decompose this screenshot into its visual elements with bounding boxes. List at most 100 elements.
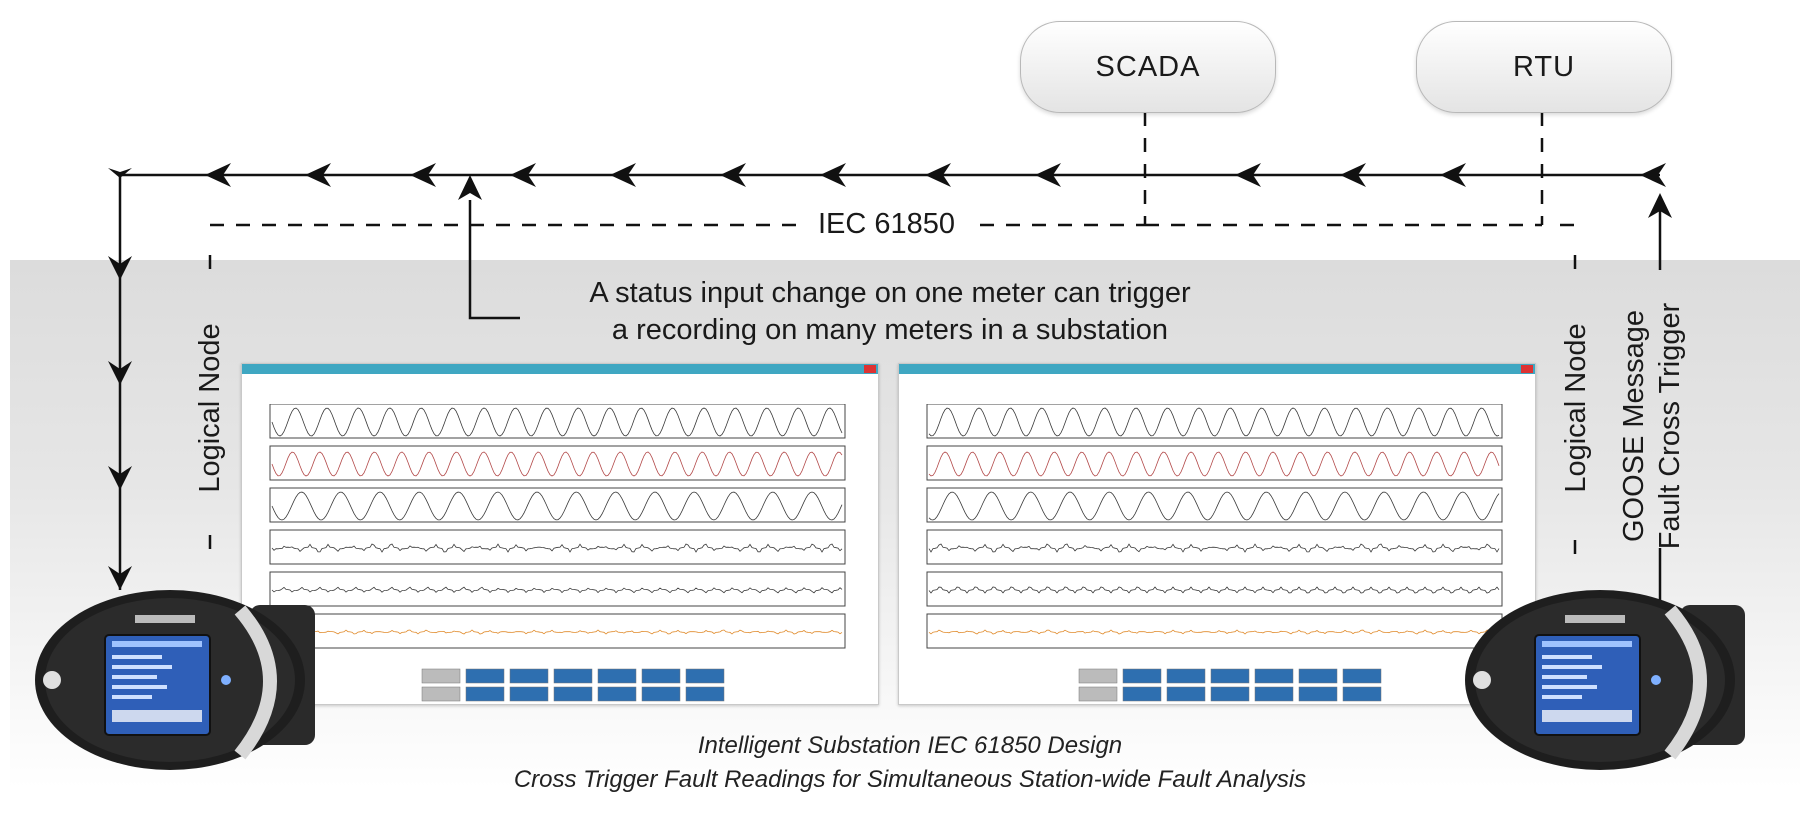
trace-frame-2 (269, 487, 846, 523)
down-arrow-3 (108, 566, 132, 590)
iec-61850-label: IEC 61850 (818, 208, 956, 240)
toolbar-button-2-0 (509, 668, 549, 684)
toolbar-button-4-1 (1254, 686, 1294, 702)
caption-line-1: Intelligent Substation IEC 61850 Design (697, 732, 1123, 759)
toolbar-button-2-1 (1166, 686, 1206, 702)
trace-line-5 (271, 629, 843, 635)
toolbar-button-5-0 (641, 668, 681, 684)
right-logical-node-label: Logical Node (1560, 323, 1592, 493)
trace-frame-3 (269, 529, 846, 565)
toolbar-button-4-0 (1254, 668, 1294, 684)
toolbar-button-6-0 (1342, 668, 1382, 684)
bus-end-arrow (1640, 163, 1666, 187)
goose-message-label: GOOSE Message Fault Cross Trigger (1616, 291, 1688, 561)
bus-arrow-left-8 (1035, 163, 1061, 187)
toolbar-button-5-1 (1298, 686, 1338, 702)
trace-line-0 (271, 407, 843, 437)
goose-up-arrow (1648, 193, 1672, 218)
toolbar-button-1-0 (1122, 668, 1162, 684)
trace-line-1 (928, 451, 1500, 477)
status-callout-line (468, 200, 520, 320)
trace-frame-1 (269, 445, 846, 481)
toolbar-button-0-0 (1078, 668, 1118, 684)
toolbar-button-1-0 (465, 668, 505, 684)
trace-line-2 (271, 491, 843, 521)
waveform-plot (269, 404, 846, 702)
bus-arrow-left-6 (820, 163, 846, 187)
trace-line-0 (928, 407, 1500, 437)
bus-arrow-left-11 (1440, 163, 1466, 187)
toolbar-button-1-1 (1122, 686, 1162, 702)
left-waveform-screen (241, 363, 879, 705)
right-meter-device (1465, 590, 1745, 770)
toolbar-button-2-1 (509, 686, 549, 702)
toolbar-button-3-1 (553, 686, 593, 702)
toolbar-button-0-1 (1078, 686, 1118, 702)
toolbar-button-6-0 (685, 668, 725, 684)
toolbar-button-5-0 (1298, 668, 1338, 684)
trace-frame-4 (926, 571, 1503, 607)
toolbar-button-6-1 (685, 686, 725, 702)
trace-frame-5 (926, 613, 1503, 649)
goose-line-2: Fault Cross Trigger (1654, 302, 1686, 550)
goose-line-1: GOOSE Message (1618, 309, 1650, 543)
toolbar-button-5-1 (641, 686, 681, 702)
down-arrow-2 (108, 466, 132, 490)
trace-frame-5 (269, 613, 846, 649)
bus-arrowheads (108, 163, 1672, 590)
toolbar-button-3-1 (1210, 686, 1250, 702)
screen-titlebar (899, 364, 1535, 374)
status-note: A status input change on one meter can t… (500, 275, 1280, 349)
toolbar-button-0-1 (421, 686, 461, 702)
caption-line-2: Cross Trigger Fault Readings for Simulta… (513, 766, 1307, 793)
waveform-plot (926, 404, 1503, 702)
bus-arrow-left-0 (205, 163, 231, 187)
trace-frame-0 (926, 404, 1503, 439)
left-meter-device (35, 590, 315, 770)
toolbar-button-6-1 (1342, 686, 1382, 702)
bus-arrow-left-4 (610, 163, 636, 187)
trace-frame-1 (926, 445, 1503, 481)
scada-label: SCADA (1095, 50, 1201, 83)
bus-arrow-left-9 (1235, 163, 1261, 187)
bus-arrow-left-3 (510, 163, 536, 187)
close-icon (1521, 365, 1533, 373)
toolbar-button-3-0 (553, 668, 593, 684)
down-arrow-0 (108, 256, 132, 280)
screen-titlebar (242, 364, 878, 374)
rtu-node: RTU (1416, 21, 1672, 113)
note-line-2: a recording on many meters in a substati… (611, 314, 1169, 346)
trace-frame-3 (926, 529, 1503, 565)
trace-frame-0 (269, 404, 846, 439)
toolbar-button-2-0 (1166, 668, 1206, 684)
corner-arrow (108, 168, 132, 178)
toolbar-button-3-0 (1210, 668, 1250, 684)
toolbar-button-1-1 (465, 686, 505, 702)
screen-menu (242, 374, 878, 384)
trace-line-2 (928, 491, 1500, 521)
trace-line-3 (928, 543, 1500, 553)
trace-line-4 (928, 586, 1500, 594)
toolbar-button-4-1 (597, 686, 637, 702)
bus-arrow-left-7 (925, 163, 951, 187)
scada-node: SCADA (1020, 21, 1276, 113)
left-logical-node-label: Logical Node (194, 323, 226, 493)
trace-frame-2 (926, 487, 1503, 523)
right-waveform-screen (898, 363, 1536, 705)
note-line-1: A status input change on one meter can t… (589, 277, 1191, 309)
trace-line-1 (271, 451, 843, 477)
toolbar-button-4-0 (597, 668, 637, 684)
trace-line-4 (271, 586, 843, 594)
diagram-caption: Intelligent Substation IEC 61850 Design … (360, 729, 1460, 797)
bus-arrow-left-10 (1340, 163, 1366, 187)
bus-arrow-left-1 (305, 163, 331, 187)
trace-line-3 (271, 543, 843, 553)
screen-menu (899, 374, 1535, 384)
down-arrow-1 (108, 361, 132, 385)
trace-line-5 (928, 629, 1500, 635)
rtu-label: RTU (1512, 50, 1576, 83)
status-up-arrow (458, 175, 482, 200)
bus-arrow-left-2 (410, 163, 436, 187)
